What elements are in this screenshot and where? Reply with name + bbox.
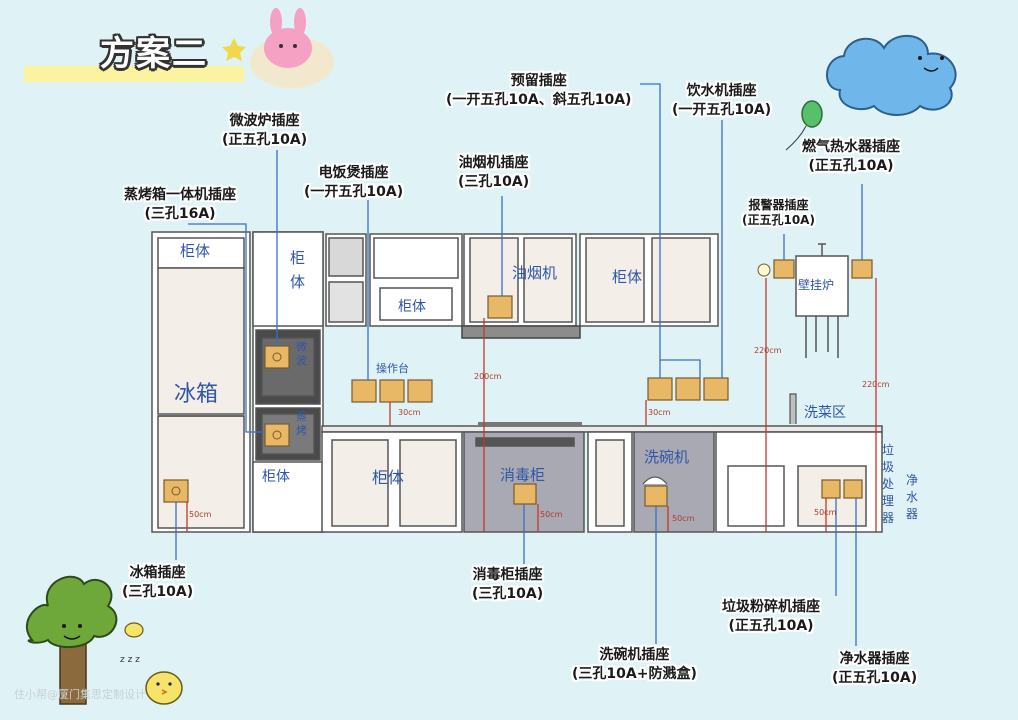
measure-lines xyxy=(186,278,877,532)
annot-cabinet-2: 柜体 xyxy=(290,249,306,291)
measure-hood: 200cm xyxy=(474,372,502,381)
socket-fridge xyxy=(163,479,189,503)
page-title: 方案二 xyxy=(100,34,208,74)
socket-alarm xyxy=(757,259,795,279)
label-alarm-socket: 报警器插座(正五孔10A) xyxy=(742,198,815,227)
annot-purifier: 净水器 xyxy=(906,473,919,521)
measure-counter: 30cm xyxy=(398,408,421,417)
socket-reserved xyxy=(647,377,701,401)
annot-counter: 操作台 xyxy=(376,362,409,375)
label-water-dispenser-socket: 饮水机插座(一开五孔10A) xyxy=(672,83,772,118)
label-purifier-socket: 净水器插座(正五孔10A) xyxy=(832,651,918,686)
range-hood xyxy=(461,325,581,339)
measure-fridge: 50cm xyxy=(189,510,212,519)
label-sterilizer-socket: 消毒柜插座(三孔10A) xyxy=(472,567,544,602)
annot-sink: 洗菜区 xyxy=(804,405,846,421)
watermark: 住小帮@厦门集思定制设计 xyxy=(14,688,146,701)
faucet xyxy=(789,393,797,424)
socket-microwave xyxy=(264,345,290,369)
balloon-icon xyxy=(785,100,823,151)
label-microwave-socket: 微波炉插座(正五孔10A) xyxy=(222,113,308,148)
stove-top xyxy=(478,422,582,426)
annot-sterilizer: 消毒柜 xyxy=(500,466,546,484)
socket-rice-cooker xyxy=(351,379,433,403)
annot-hood: 油烟机 xyxy=(512,264,558,282)
chick-icon: z z z xyxy=(120,622,183,705)
annot-micro-v: 微波 xyxy=(296,340,307,367)
label-fridge-socket: 冰箱插座(三孔10A) xyxy=(122,565,194,600)
annot-cabinet-4: 柜体 xyxy=(612,268,643,286)
annot-cabinet-1: 柜体 xyxy=(180,242,211,260)
label-reserved-socket: 预留插座(一开五孔10A、斜五孔10A) xyxy=(446,73,632,108)
countertop xyxy=(321,425,883,433)
annot-heater: 壁挂炉 xyxy=(798,278,835,292)
annot-cabinet-5: 柜体 xyxy=(262,469,290,485)
bunny-sticker xyxy=(222,8,334,88)
measure-alarm: 220cm xyxy=(754,346,782,355)
label-disposer-socket: 垃圾粉碎机插座(正五孔10A) xyxy=(722,599,820,634)
measure-reserved: 30cm xyxy=(648,408,671,417)
annot-cabinet-6: 柜体 xyxy=(372,468,405,487)
svg-text:z z z: z z z xyxy=(120,655,140,665)
measure-sterilizer: 50cm xyxy=(540,510,563,519)
measure-dishwasher: 50cm xyxy=(672,514,695,523)
socket-hood xyxy=(487,295,513,319)
cloud-icon xyxy=(826,34,957,116)
base-cabinets xyxy=(321,431,883,533)
label-oven-socket: 蒸烤箱一体机插座(三孔16A) xyxy=(124,187,236,222)
measure-gas-heater: 220cm xyxy=(862,380,890,389)
annot-fridge: 冰箱 xyxy=(174,382,219,407)
annot-disposer: 垃圾处理器 xyxy=(882,443,895,525)
socket-dishwasher xyxy=(642,476,668,507)
annot-cabinet-3: 柜体 xyxy=(398,299,426,315)
label-rice-cooker-socket: 电饭煲插座(一开五孔10A) xyxy=(304,165,404,200)
annot-oven-v: 蒸烤 xyxy=(296,410,307,437)
label-dishwasher-socket: 洗碗机插座(三孔10A+防溅盒) xyxy=(572,647,697,682)
socket-oven xyxy=(264,423,290,447)
socket-gas-heater xyxy=(851,259,873,279)
wall-boiler xyxy=(795,243,849,358)
title-highlight xyxy=(24,66,244,82)
socket-sterilizer xyxy=(513,483,537,505)
tree-icon xyxy=(25,575,118,705)
leader-lines xyxy=(175,83,863,646)
appliance-column xyxy=(252,231,324,533)
socket-water-dispenser xyxy=(703,377,729,401)
upper-cabinets xyxy=(325,233,719,327)
label-gas-heater-socket: 燃气热水器插座(正五孔10A) xyxy=(802,139,900,174)
annot-dishwasher: 洗碗机 xyxy=(644,448,690,466)
label-hood-socket: 油烟机插座(三孔10A) xyxy=(458,155,530,190)
measure-disposer: 50cm xyxy=(814,508,837,517)
socket-disposer-purifier xyxy=(821,479,863,499)
